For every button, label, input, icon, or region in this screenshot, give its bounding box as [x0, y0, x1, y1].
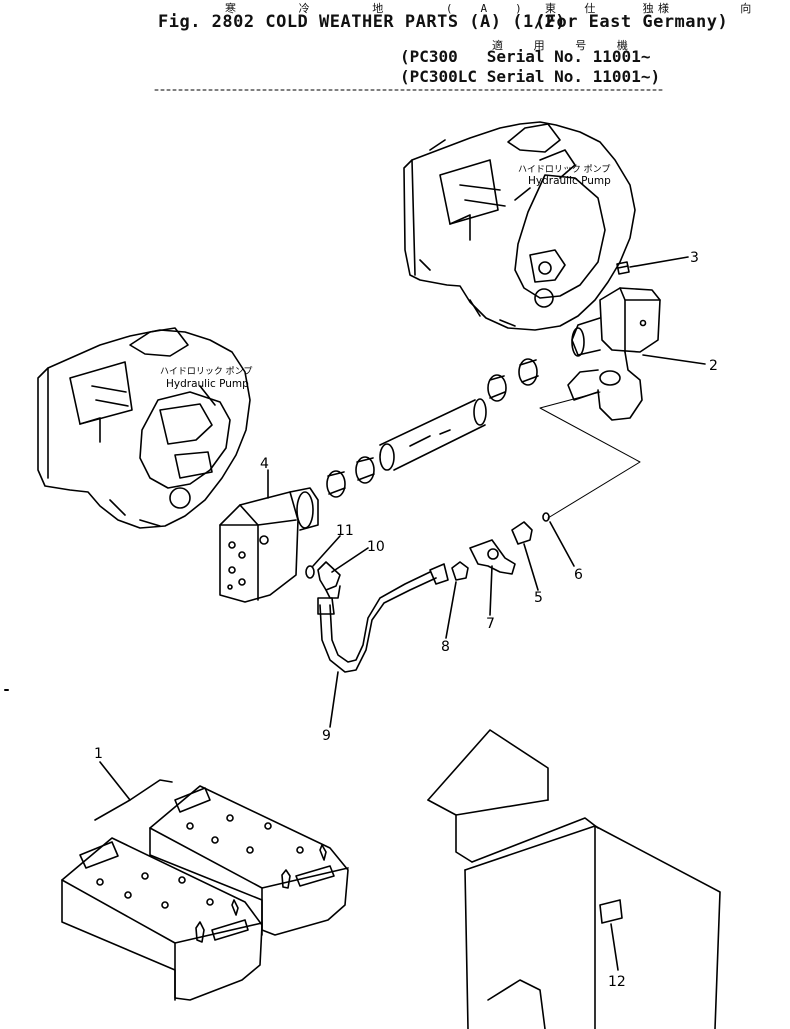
part-2-elbow	[567, 287, 706, 421]
callout-8: 8	[441, 639, 450, 655]
part-12-cover-body	[427, 729, 721, 1029]
callout-7: 7	[486, 616, 495, 632]
part-3-plug	[616, 256, 689, 275]
hose-clamp-upper	[487, 358, 539, 402]
hydraulic-pump-lower	[37, 327, 251, 529]
callout-10: 10	[367, 539, 385, 555]
pump-label-en-lower: Hydraulic Pump	[166, 378, 249, 390]
part-10-elbow-fitting	[317, 547, 369, 599]
part-1-batteries	[61, 761, 349, 1001]
applicable-japanese: 適 用 号 機	[492, 39, 640, 52]
callout-2: 2	[709, 358, 718, 374]
part-6-o-ring	[542, 512, 575, 567]
callout-3: 3	[690, 250, 699, 266]
pump-label-jp-upper: ハイドロリック ポンプ	[518, 164, 610, 175]
part-7-tee	[469, 539, 516, 616]
title-japanese: 寒 冷 地 (A) 仕 様	[225, 2, 697, 15]
callout-1: 1	[94, 746, 103, 762]
callout-5: 5	[534, 590, 543, 606]
pump-label-en-upper: Hydraulic Pump	[528, 175, 611, 187]
region-label: (For East Germany)	[535, 12, 729, 32]
assembly-guide-line	[539, 391, 641, 519]
callout-11: 11	[336, 523, 354, 539]
callout-9: 9	[322, 728, 331, 744]
pump-label-leader-lower	[199, 385, 216, 406]
callout-6: 6	[574, 567, 583, 583]
serial-line-pc300: (PC300 Serial No. 11001~	[400, 47, 651, 66]
part-11-o-ring	[305, 535, 341, 579]
hydraulic-pump-upper	[403, 121, 636, 331]
region-japanese: 東 独 向	[545, 2, 790, 15]
part-4-block	[219, 469, 319, 603]
figure-title: Fig. 2802 COLD WEATHER PARTS (A) (1/2)	[158, 12, 566, 32]
hose-tube	[379, 398, 487, 471]
part-9-hose	[317, 563, 449, 728]
pump-label-jp-lower: ハイドロリック ポンプ	[160, 366, 252, 377]
hose-clamp-lower	[326, 456, 375, 498]
part-5-connector	[511, 521, 539, 591]
pump-label-leader-upper	[514, 187, 531, 201]
callout-4: 4	[260, 456, 269, 472]
part-8-adapter	[445, 561, 469, 639]
serial-line-pc300lc: (PC300LC Serial No. 11001~)	[400, 67, 661, 86]
callout-12: 12	[608, 974, 626, 990]
